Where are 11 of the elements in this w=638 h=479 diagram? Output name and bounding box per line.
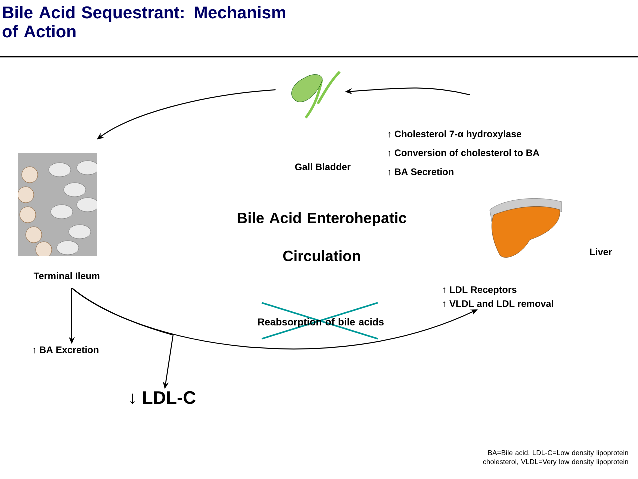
effect-text: ↑ Conversion of cholesterol to BA	[388, 149, 540, 157]
title: Bile Acid Sequestrant: Mechanism of Action	[2, 6, 286, 38]
effect-text: ↑ BA Secretion	[388, 168, 454, 176]
center-heading: Bile Acid Enterohepatic Circulation	[238, 212, 407, 262]
organ-label: Liver	[590, 248, 612, 256]
organ-label: Gall Bladder	[295, 164, 351, 170]
organ-label: Terminal Ileum	[34, 272, 100, 280]
effect-text: ↓ LDL-C	[130, 391, 196, 405]
effect-text: ↑ LDL Receptors ↑ VLDL and LDL removal	[443, 286, 554, 308]
effect-text: ↑ Cholesterol 7-α hydroxylase	[388, 130, 522, 140]
effect-text: ↑ BA Excretion	[33, 346, 99, 354]
